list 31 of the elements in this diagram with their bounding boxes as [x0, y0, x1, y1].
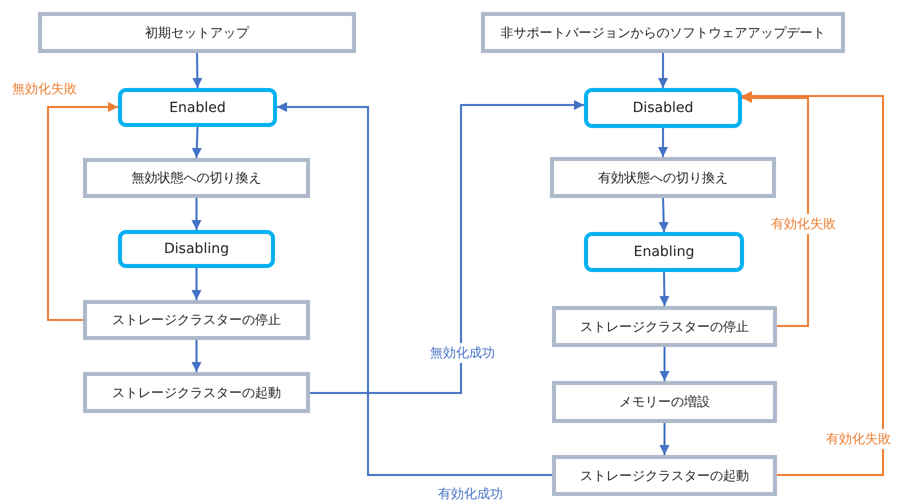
arrow	[310, 100, 584, 394]
process-box: 初期セットアップ	[38, 12, 356, 53]
arrow	[192, 126, 202, 158]
arrow	[658, 53, 668, 88]
process-box: メモリーの増設	[552, 381, 777, 423]
arrow	[277, 102, 552, 476]
edge-label: 無効化成功	[428, 343, 497, 363]
state-box: Disabling	[118, 230, 275, 268]
edge-label: 有効化失敗	[769, 214, 838, 234]
process-box: ストレージクラスターの起動	[552, 455, 777, 496]
arrow	[658, 198, 669, 232]
process-box: ストレージクラスターの起動	[83, 372, 310, 413]
arrow	[47, 102, 118, 321]
state-box: Disabled	[584, 88, 742, 128]
process-box: 無効状態への切り換え	[83, 158, 310, 198]
process-box: ストレージクラスターの停止	[83, 300, 310, 340]
arrow	[192, 52, 202, 88]
process-box: 非サポートバージョンからのソフトウェアアップデート	[481, 12, 845, 53]
process-box: 有効状態への切り換え	[550, 157, 776, 198]
state-box: Enabling	[584, 232, 744, 272]
edge-label: 有効化失敗	[824, 429, 893, 449]
arrow	[658, 128, 668, 157]
arrow	[659, 272, 670, 306]
arrow	[742, 91, 884, 476]
arrow	[192, 340, 202, 372]
arrow	[660, 423, 670, 455]
arrow	[660, 347, 670, 381]
process-box: ストレージクラスターの停止	[552, 306, 777, 347]
state-box: Enabled	[118, 88, 277, 127]
arrow	[192, 268, 202, 300]
arrow	[192, 198, 202, 230]
